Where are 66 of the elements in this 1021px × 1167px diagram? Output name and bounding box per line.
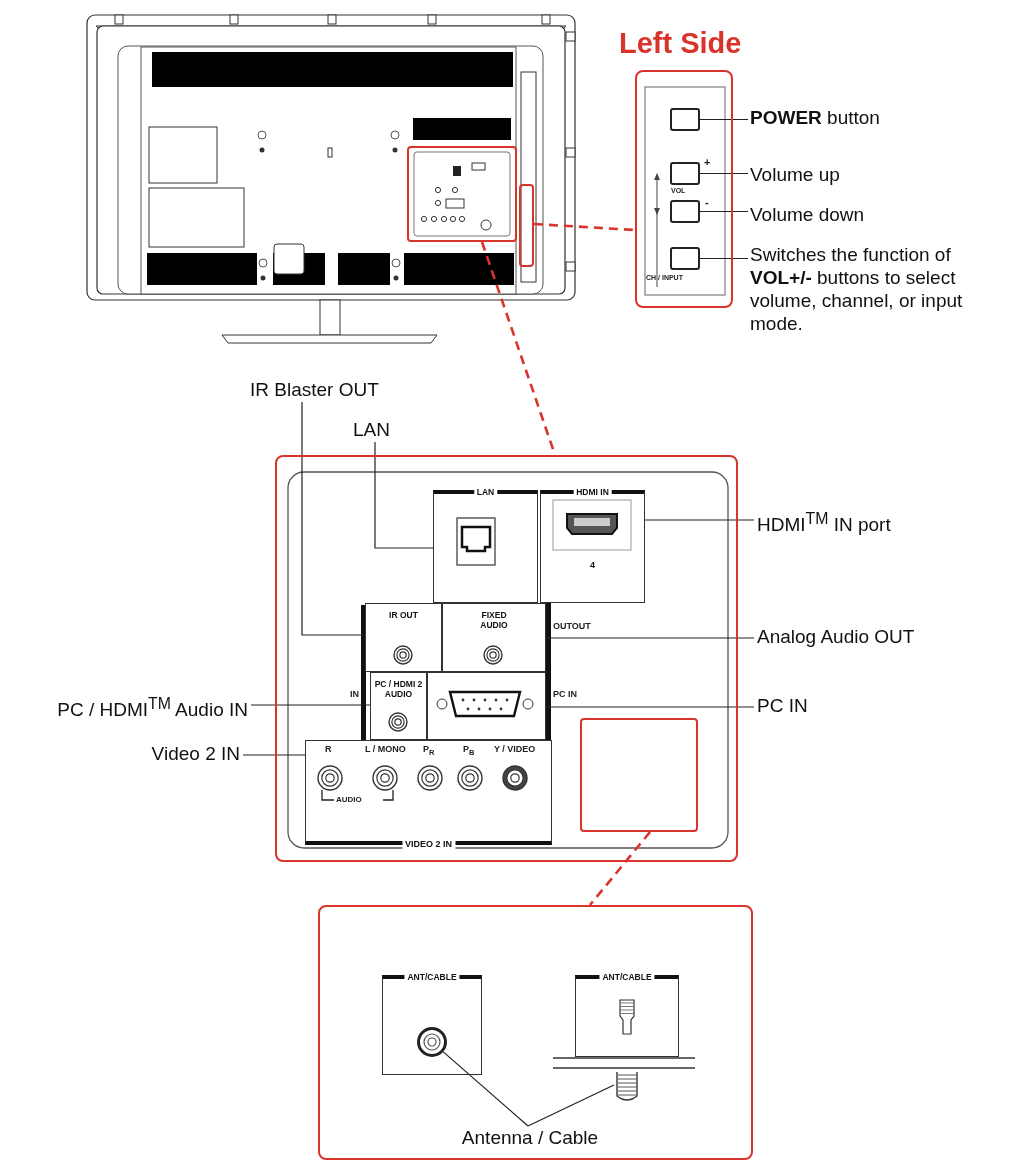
port-section	[442, 603, 546, 672]
port-section	[575, 975, 679, 1057]
callout-label: IR Blaster OUT	[250, 378, 385, 402]
zoom-connector	[589, 831, 651, 906]
leader-line	[374, 441, 434, 549]
callout-label: Antenna / Cable	[440, 1126, 620, 1154]
button-sign: +	[704, 156, 711, 169]
callout-label: Switches the function of VOL+/- buttons to select volume, channel, or input mode.	[750, 243, 995, 343]
port-label: ANT/CABLE	[404, 972, 460, 982]
port-label: LAN	[473, 487, 498, 497]
threaded-connector	[614, 1072, 640, 1102]
callout-label: Analog Audio OUT	[757, 625, 957, 651]
bracket-label: IN	[350, 690, 359, 700]
callout-label: Volume down	[750, 203, 890, 227]
jack-label: Y / VIDEO	[494, 745, 536, 755]
port-section	[433, 490, 538, 603]
leader-line	[442, 1051, 529, 1127]
vga-port-section	[427, 672, 546, 740]
leader-line	[250, 704, 371, 706]
port-section	[382, 975, 482, 1075]
highlight-frame	[407, 146, 517, 242]
side-button	[670, 200, 700, 223]
callout-label: PC / HDMI$^{TM}$ Audio IN	[5, 692, 248, 718]
side-button	[670, 162, 700, 185]
port-label: HDMI IN	[573, 487, 612, 497]
panel-heading: Left Side	[619, 26, 742, 60]
leader-line	[699, 172, 749, 175]
bracket-label: OUTOUT	[553, 622, 591, 632]
jack-label: AUDIO	[336, 796, 362, 805]
callout-label: HDMI$^{TM}$ IN port	[757, 507, 932, 533]
leader-line	[644, 519, 755, 521]
port-number: 4	[589, 560, 596, 570]
jack-label: P$_{R}$	[423, 745, 435, 758]
port-label: FIXED AUDIO	[479, 610, 509, 630]
port-section	[370, 672, 427, 740]
port-section	[540, 490, 645, 603]
zoom-connector	[533, 222, 636, 232]
port-label: IR OUT	[388, 610, 419, 620]
jack-label: P$_{B}$	[463, 745, 475, 758]
leader-line	[545, 637, 755, 639]
leader-line	[699, 210, 749, 213]
leader-line	[527, 1084, 615, 1127]
leader-line	[242, 754, 306, 756]
leader-line	[699, 257, 749, 260]
callout-label: Volume up	[750, 163, 880, 187]
leader-line	[699, 118, 749, 121]
jack-label: R	[325, 745, 332, 755]
port-label: PC / HDMI 2 AUDIO	[374, 679, 423, 699]
highlight-frame	[580, 718, 698, 832]
port-label: VIDEO 2 IN	[402, 839, 455, 849]
callout-label: POWER button	[750, 106, 925, 130]
antenna-panel-callout	[318, 905, 753, 1160]
side-button	[670, 108, 700, 131]
button-sign: -	[705, 196, 709, 209]
callout-label: Video 2 IN	[120, 742, 240, 768]
jack-label: L / MONO	[365, 745, 406, 755]
callout-label: PC IN	[757, 694, 837, 720]
bracket-label: PC IN	[553, 690, 577, 700]
highlight-frame	[519, 184, 534, 267]
coax-jack	[417, 1027, 447, 1057]
side-button	[670, 247, 700, 270]
port-label: ANT/CABLE	[599, 972, 655, 982]
leader-line	[545, 706, 755, 708]
port-section	[365, 603, 442, 672]
leader-line	[301, 401, 366, 636]
callout-label: LAN	[353, 418, 403, 442]
